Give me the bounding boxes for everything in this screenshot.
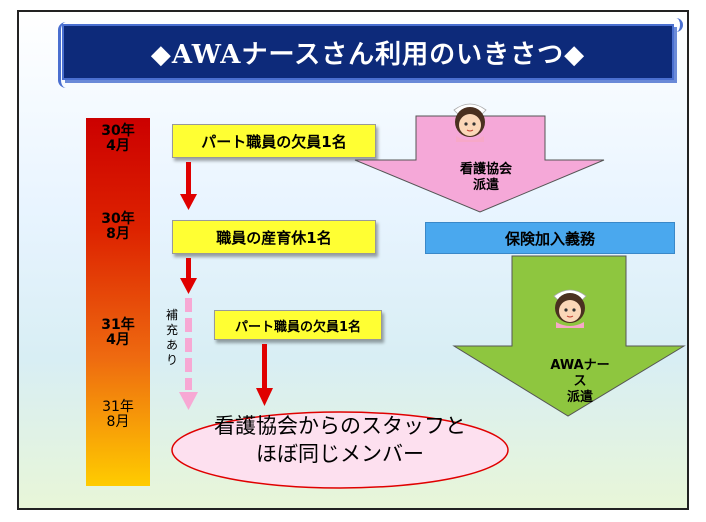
title-banner: ◆AWAナースさん利用のいきさつ◆ (62, 24, 674, 80)
result-text: 看護協会からのスタッフとほぼ同じメンバー (214, 414, 466, 466)
banner-scroll-right (670, 18, 683, 32)
supplement-label: 補 充 あ り (165, 308, 178, 367)
dashed-supplement-arrow (179, 298, 198, 410)
event-maternity-leave: 職員の産育休1名 (172, 220, 376, 254)
pink-arrow-label: 看護協会派遣 (459, 162, 512, 193)
pink-dispatch-arrow (354, 115, 605, 213)
event-part-vacancy-2: パート職員の欠員1名 (214, 310, 382, 340)
timeline-bar (86, 118, 150, 486)
red-arrow-2 (180, 258, 197, 294)
red-arrow-3 (256, 344, 273, 406)
nurse-icon-bottom (553, 289, 587, 328)
insurance-obligation-bar: 保険加入義務 (425, 222, 675, 254)
result-ellipse (171, 411, 509, 489)
nurse-icon-top (453, 103, 487, 142)
page-title: ◆AWAナースさん利用のいきさつ◆ (150, 39, 586, 70)
banner-scroll-left (58, 22, 71, 88)
green-arrow-label: AWAナース派遣 (550, 358, 610, 405)
red-arrow-1 (180, 162, 197, 210)
event-part-vacancy-1: パート職員の欠員1名 (172, 124, 376, 158)
green-dispatch-arrow (452, 255, 686, 417)
